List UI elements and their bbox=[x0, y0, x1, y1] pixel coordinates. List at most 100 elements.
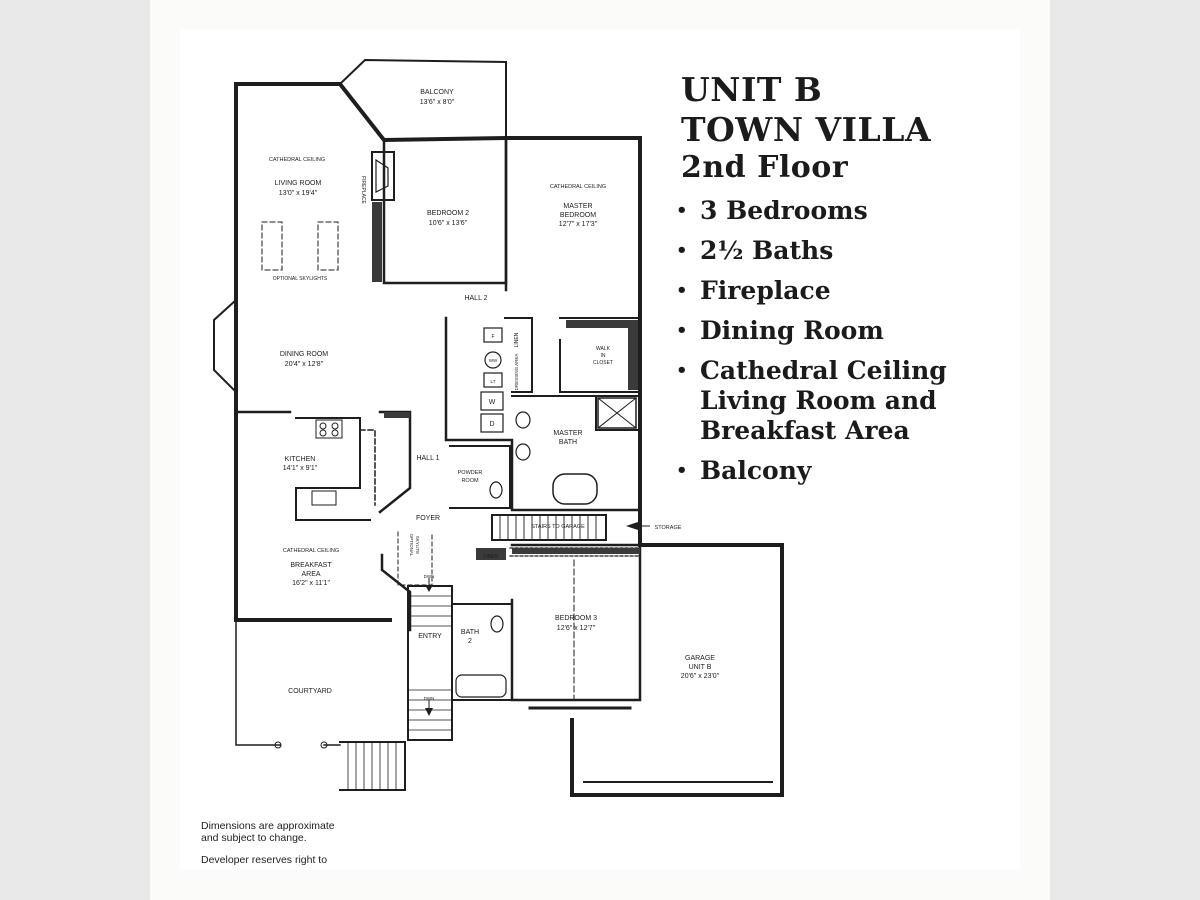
living-dims: 13'0" x 19'4" bbox=[279, 190, 318, 197]
foyer-label: FOYER bbox=[416, 515, 440, 522]
appliance-f-label: F bbox=[491, 334, 494, 340]
dwn-arrow-2 bbox=[425, 708, 433, 716]
bedroom2-dims: 10'6" x 13'6" bbox=[429, 220, 468, 227]
appliance-lt-label: LT bbox=[491, 379, 496, 384]
kitchen-counter-2 bbox=[359, 429, 376, 506]
kitchen-sink bbox=[311, 490, 337, 506]
core-wall bbox=[444, 316, 642, 512]
feature-item: Dining Room bbox=[676, 316, 947, 346]
feature-list: 3 Bedrooms 2½ Baths Fireplace Dining Roo… bbox=[676, 196, 947, 496]
feature-item: 3 Bedrooms bbox=[676, 196, 947, 226]
disclaimer-developer: Developer reserves right to bbox=[201, 854, 328, 866]
title-floor: 2nd Floor bbox=[681, 150, 849, 185]
bedroom3-wall bbox=[510, 543, 642, 702]
breakfast-dims: 16'2" x 11'1" bbox=[292, 580, 330, 587]
powder-l1: POWDER bbox=[458, 470, 483, 476]
dining-label: DINING ROOM bbox=[280, 351, 328, 358]
hall2-label: HALL 2 bbox=[464, 295, 487, 302]
fireplace-label: FIREPLACE bbox=[360, 176, 366, 204]
bath2-tub bbox=[455, 674, 507, 698]
sink-1 bbox=[515, 411, 531, 429]
garage-label: GARAGE bbox=[685, 655, 715, 662]
closet-hatch-6 bbox=[476, 548, 506, 560]
bedroom3-dims: 12'6" x 12'7" bbox=[557, 625, 596, 632]
exterior-wall bbox=[234, 82, 642, 547]
kitchen-label: KITCHEN bbox=[285, 456, 316, 463]
appliance-w bbox=[480, 391, 504, 411]
appliance-ww-label: WW bbox=[489, 358, 498, 363]
stairs bbox=[491, 514, 607, 541]
living-note: CATHEDRAL CEILING bbox=[269, 157, 325, 163]
courtyard-label: COURTYARD bbox=[288, 688, 332, 695]
walkin-l2: IN bbox=[601, 353, 606, 359]
kitchen-wall bbox=[234, 410, 412, 514]
dwn-label-2: DWN bbox=[424, 696, 435, 701]
linen-label: LINEN bbox=[514, 332, 520, 347]
living-label: LIVING ROOM bbox=[275, 180, 322, 187]
master-note: CATHEDRAL CEILING bbox=[550, 184, 606, 190]
bath2-sink bbox=[490, 615, 504, 633]
closet-hatch-3 bbox=[628, 328, 638, 390]
master-label-2: BEDROOM bbox=[560, 212, 596, 219]
title-villa: TOWN VILLA bbox=[681, 110, 932, 149]
foyer-skylite bbox=[397, 531, 433, 586]
appliance-d-label: D bbox=[489, 421, 494, 428]
master-bath-l2: BATH bbox=[559, 439, 577, 446]
skylight-1 bbox=[261, 221, 283, 271]
skylite-l1: OPTIONAL bbox=[409, 534, 414, 557]
master-label: MASTER bbox=[563, 203, 592, 210]
bedroom2-label: BEDROOM 2 bbox=[427, 210, 469, 217]
walkin-l1: WALK bbox=[596, 346, 611, 352]
powder-l2: ROOM bbox=[461, 478, 479, 484]
master-bath-l1: MASTER bbox=[553, 430, 582, 437]
garage-wall bbox=[570, 543, 784, 797]
dwn-label-1: DWN bbox=[424, 574, 435, 579]
balcony-dims: 13'6" x 8'0" bbox=[420, 99, 455, 106]
stairs-label: STAIRS TO GARAGE bbox=[531, 524, 585, 530]
appliance-f bbox=[483, 327, 503, 343]
fireplace-box bbox=[375, 158, 389, 193]
tub bbox=[552, 473, 598, 505]
walkin-l3: CLOSET bbox=[593, 360, 613, 366]
breakfast-label-2: AREA bbox=[301, 571, 320, 578]
kitchen-dims: 14'1" x 9'1" bbox=[283, 465, 318, 472]
storage-label: STORAGE bbox=[655, 525, 682, 531]
bath2-wall bbox=[453, 603, 513, 701]
balcony-label: BALCONY bbox=[420, 89, 454, 96]
floor-plan-sheet bbox=[180, 30, 1020, 870]
powder-toilet bbox=[489, 481, 503, 499]
master-dims: 12'7" x 17'3" bbox=[559, 221, 598, 228]
bedroom3-label: BEDROOM 3 bbox=[555, 615, 597, 622]
garage-label-2: UNIT B bbox=[689, 664, 712, 671]
breakfast-label: BREAKFAST bbox=[290, 562, 332, 569]
powder-room bbox=[449, 445, 511, 509]
feature-item: Balcony bbox=[676, 456, 947, 486]
stove bbox=[315, 419, 343, 439]
kitchen-counter bbox=[295, 417, 371, 521]
title-unit: UNIT B bbox=[681, 70, 823, 109]
appliance-d bbox=[480, 413, 504, 433]
closet-hatch-5 bbox=[512, 548, 640, 554]
closet-hatch-2 bbox=[566, 320, 638, 328]
master-bath bbox=[511, 395, 641, 431]
feature-item: 2½ Baths bbox=[676, 236, 947, 266]
bay-window bbox=[213, 298, 238, 394]
closet-hatch-4 bbox=[384, 412, 410, 418]
skylite-l2: SKYLITE bbox=[415, 536, 420, 555]
entry-stairs bbox=[407, 585, 453, 741]
linen2-label: LINEN bbox=[484, 554, 499, 560]
appliance-ww bbox=[484, 351, 502, 369]
dwn-arrow-1 bbox=[425, 585, 433, 592]
breakfast-note: CATHEDRAL CEILING bbox=[283, 548, 339, 554]
bath2-l2: 2 bbox=[468, 638, 472, 645]
dressing-label: DRESSING AREA bbox=[514, 354, 519, 391]
appliance-w-label: W bbox=[489, 399, 496, 406]
feature-item: Cathedral Ceiling Living Room and Breakf… bbox=[676, 356, 947, 446]
skylights-label: OPTIONAL SKYLIGHTS bbox=[273, 276, 328, 282]
linen-wall bbox=[504, 317, 533, 393]
appliance-lt bbox=[483, 372, 503, 388]
closet-wall bbox=[559, 317, 641, 393]
courtyard-line bbox=[235, 619, 341, 746]
bath2-l1: BATH bbox=[461, 629, 479, 636]
